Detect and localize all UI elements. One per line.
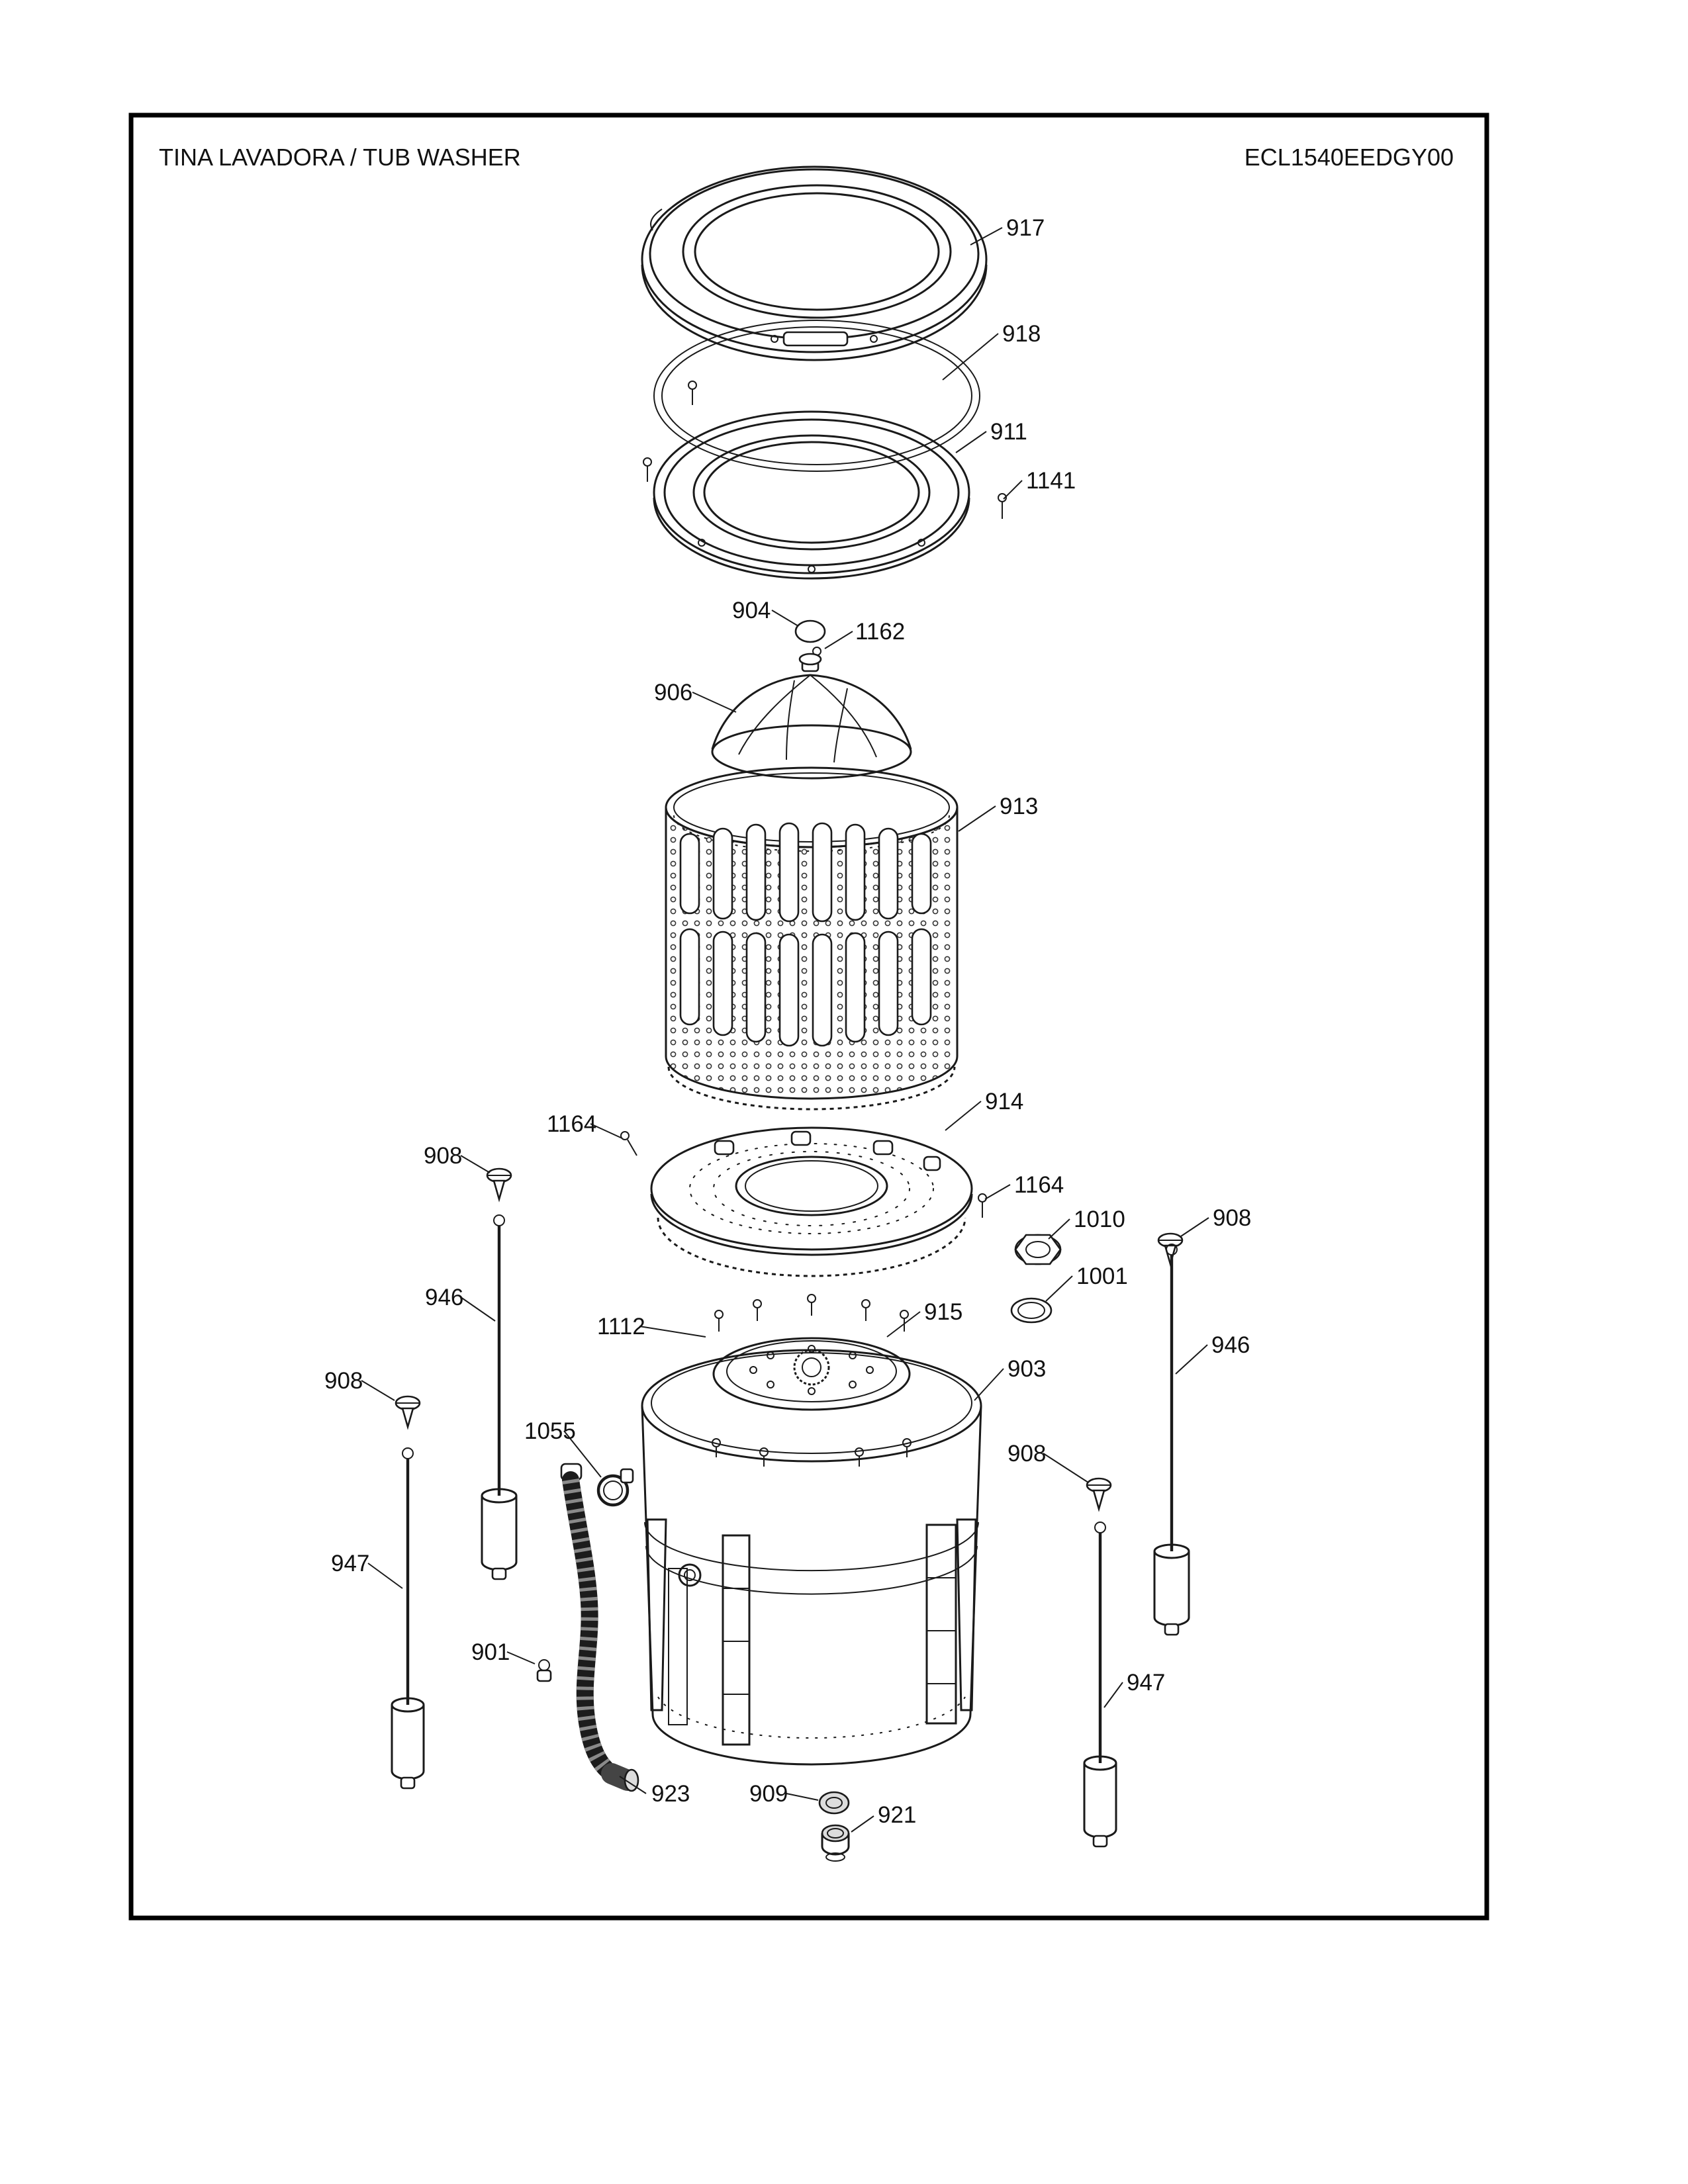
part-label-1141: 1141: [1026, 468, 1076, 494]
basket-base-914-drawing: [650, 1126, 973, 1277]
screw-1141-drawing: [998, 493, 1007, 519]
part-label-1055: 1055: [524, 1418, 576, 1444]
part-label-908-left-mid: 908: [324, 1368, 363, 1394]
part-label-923: 923: [651, 1781, 690, 1807]
part-label-908-left-top: 908: [424, 1143, 462, 1169]
outer-tub-903-drawing: [641, 1349, 982, 1766]
gasket-918-drawing: [653, 320, 980, 472]
part-label-917: 917: [1006, 215, 1045, 241]
diagram-title: TINA LAVADORA / TUB WASHER: [159, 144, 521, 171]
part-label-918: 918: [1002, 321, 1041, 347]
part-labels: 917 918 911 1141 904 1162 906 913 914 11…: [324, 215, 1251, 1828]
part-label-911: 911: [990, 419, 1027, 445]
seal-909-drawing: [818, 1791, 850, 1815]
spin-basket-913-drawing: [665, 766, 959, 1111]
part-label-946-right: 946: [1211, 1332, 1250, 1358]
part-label-909: 909: [749, 1781, 788, 1807]
part-label-908-right-top: 908: [1213, 1205, 1251, 1231]
suspension-rod-946-left-drawing: [481, 1214, 518, 1580]
screw-908-right-mid-drawing: [1086, 1477, 1112, 1512]
cap-904-drawing: [794, 619, 826, 643]
part-label-946-left: 946: [425, 1285, 463, 1310]
model-number: ECL1540EEDGY00: [1244, 144, 1454, 171]
part-label-903: 903: [1008, 1356, 1046, 1382]
clip-901-drawing: [536, 1659, 552, 1682]
part-label-906: 906: [654, 680, 692, 705]
screw-1164-left-drawing: [620, 1131, 637, 1156]
part-label-1001: 1001: [1076, 1263, 1128, 1289]
part-label-914: 914: [985, 1089, 1023, 1115]
part-label-947-left: 947: [331, 1551, 369, 1576]
bolt-921-drawing: [821, 1824, 850, 1862]
part-label-913: 913: [1000, 794, 1038, 819]
tub-cover-917-drawing: [641, 165, 988, 361]
seal-ring-1001-drawing: [1010, 1297, 1053, 1324]
part-label-1112: 1112: [597, 1314, 645, 1340]
screws-1112-drawing: [714, 1294, 909, 1332]
clamp-1055-drawing: [596, 1468, 634, 1507]
nut-1010-drawing: [1014, 1234, 1062, 1265]
agitator-cap-906-drawing: [711, 653, 912, 780]
leader-lines: [361, 227, 1209, 1833]
part-label-921: 921: [878, 1802, 916, 1828]
part-label-1164-left: 1164: [547, 1111, 596, 1137]
suspension-rod-947-right-drawing: [1083, 1522, 1117, 1848]
screw-908-left-mid-drawing: [395, 1395, 421, 1430]
part-label-1162: 1162: [855, 619, 905, 645]
part-label-947-right: 947: [1127, 1670, 1165, 1696]
screw-908-left-top-drawing: [486, 1167, 512, 1203]
part-label-1164-right: 1164: [1014, 1172, 1064, 1198]
cover-screws-drawing: [643, 381, 1007, 519]
suspension-rod-946-right-drawing: [1153, 1244, 1190, 1636]
tub-ring-911-drawing: [653, 410, 970, 580]
part-label-904: 904: [732, 598, 771, 623]
part-label-901: 901: [471, 1639, 510, 1665]
part-label-915: 915: [924, 1299, 962, 1325]
part-label-908-right-mid: 908: [1008, 1441, 1046, 1467]
part-label-1010: 1010: [1074, 1206, 1125, 1232]
suspension-rod-947-left-drawing: [391, 1447, 425, 1790]
